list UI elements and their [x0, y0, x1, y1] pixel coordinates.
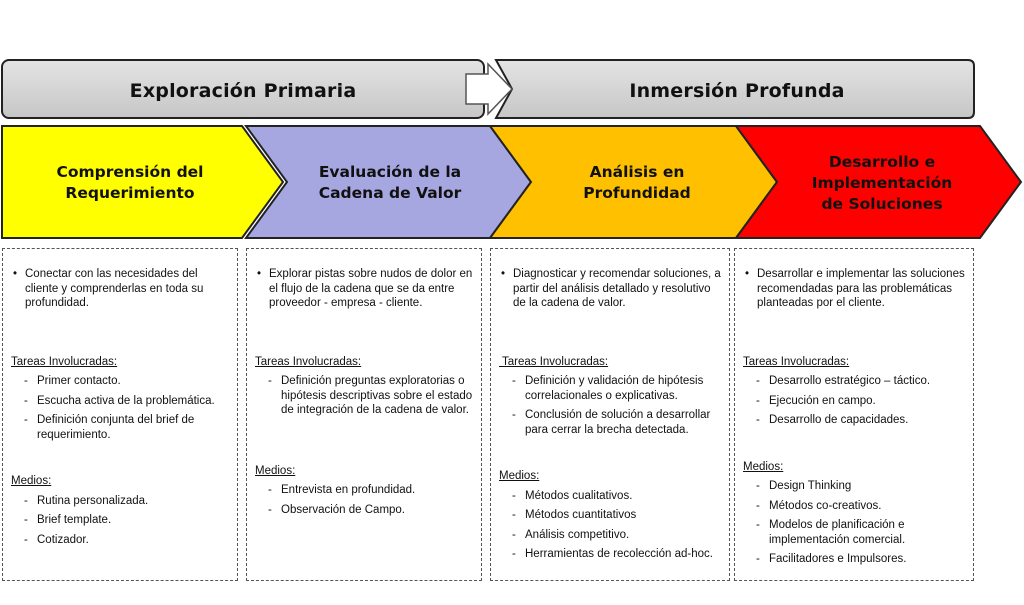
chevron-stage-4 [734, 125, 1023, 239]
means-item: Observación de Campo. [255, 503, 473, 518]
stage-description: Conectar con las necesidades del cliente… [11, 267, 229, 311]
task-item: Definición conjunta del brief de requeri… [11, 413, 229, 442]
stage-title-4: Desarrollo e Implementación de Solucione… [811, 152, 953, 213]
tasks-heading: Tareas Involucradas: [11, 355, 118, 368]
means-item: Métodos cuantitativos [499, 508, 721, 523]
means-item: Design Thinking [743, 479, 965, 494]
stage-detail-box-1: Conectar con las necesidades del cliente… [2, 248, 238, 581]
means-item: Métodos co-creativos. [743, 499, 965, 514]
means-item: Entrevista en profundidad. [255, 483, 473, 498]
phase-arrow-icon [465, 62, 514, 116]
means-item: Rutina personalizada. [11, 494, 229, 509]
stage-description: Desarrollar e implementar las soluciones… [743, 267, 965, 311]
task-item: Ejecución en campo. [743, 394, 965, 409]
means-item: Métodos cualitativos. [499, 489, 721, 504]
means-heading: Medios: [255, 464, 296, 477]
means-item: Facilitadores e Impulsores. [743, 552, 965, 567]
task-item: Desarrollo de capacidades. [743, 413, 965, 428]
means-item: Brief template. [11, 513, 229, 528]
task-item: Escucha activa de la problemática. [11, 394, 229, 409]
phase-banner-2 [494, 59, 975, 119]
means-item: Análisis competitivo. [499, 528, 721, 543]
stage-title-3: Análisis en Profundidad [583, 163, 691, 202]
tasks-heading: Tareas Involucradas: [743, 355, 850, 368]
stage-description: Explorar pistas sobre nudos de dolor en … [255, 267, 473, 311]
task-item: Primer contacto. [11, 374, 229, 389]
task-item: Definición y validación de hipótesis cor… [499, 374, 721, 403]
stage-description: Diagnosticar y recomendar soluciones, a … [499, 267, 721, 311]
chevron-stage-1 [1, 125, 285, 239]
stage-detail-box-2: Explorar pistas sobre nudos de dolor en … [246, 248, 482, 581]
stage-detail-box-3: Diagnosticar y recomendar soluciones, a … [490, 248, 730, 581]
tasks-heading: Tareas Involucradas: [255, 355, 362, 368]
means-item: Modelos de planificación e implementació… [743, 518, 965, 547]
stage-title-1: Comprensión del Requerimiento [56, 163, 204, 202]
means-item: Cotizador. [11, 533, 229, 548]
stage-title-2: Evaluación de la Cadena de Valor [318, 163, 462, 202]
task-item: Definición preguntas exploratorias o hip… [255, 374, 473, 418]
tasks-heading: Tareas Involucradas: [499, 355, 609, 368]
task-item: Conclusión de solución a desarrollar par… [499, 408, 721, 437]
means-heading: Medios: [743, 460, 784, 473]
phase-title-inmersion: Inmersión Profunda [629, 80, 845, 102]
phase-title-exploracion: Exploración Primaria [129, 80, 357, 102]
means-item: Herramientas de recolección ad-hoc. [499, 547, 721, 562]
means-heading: Medios: [11, 475, 52, 487]
task-item: Desarrollo estratégico – táctico. [743, 374, 965, 389]
means-heading: Medios: [499, 470, 540, 482]
stage-detail-box-4: Desarrollar e implementar las soluciones… [734, 248, 974, 581]
